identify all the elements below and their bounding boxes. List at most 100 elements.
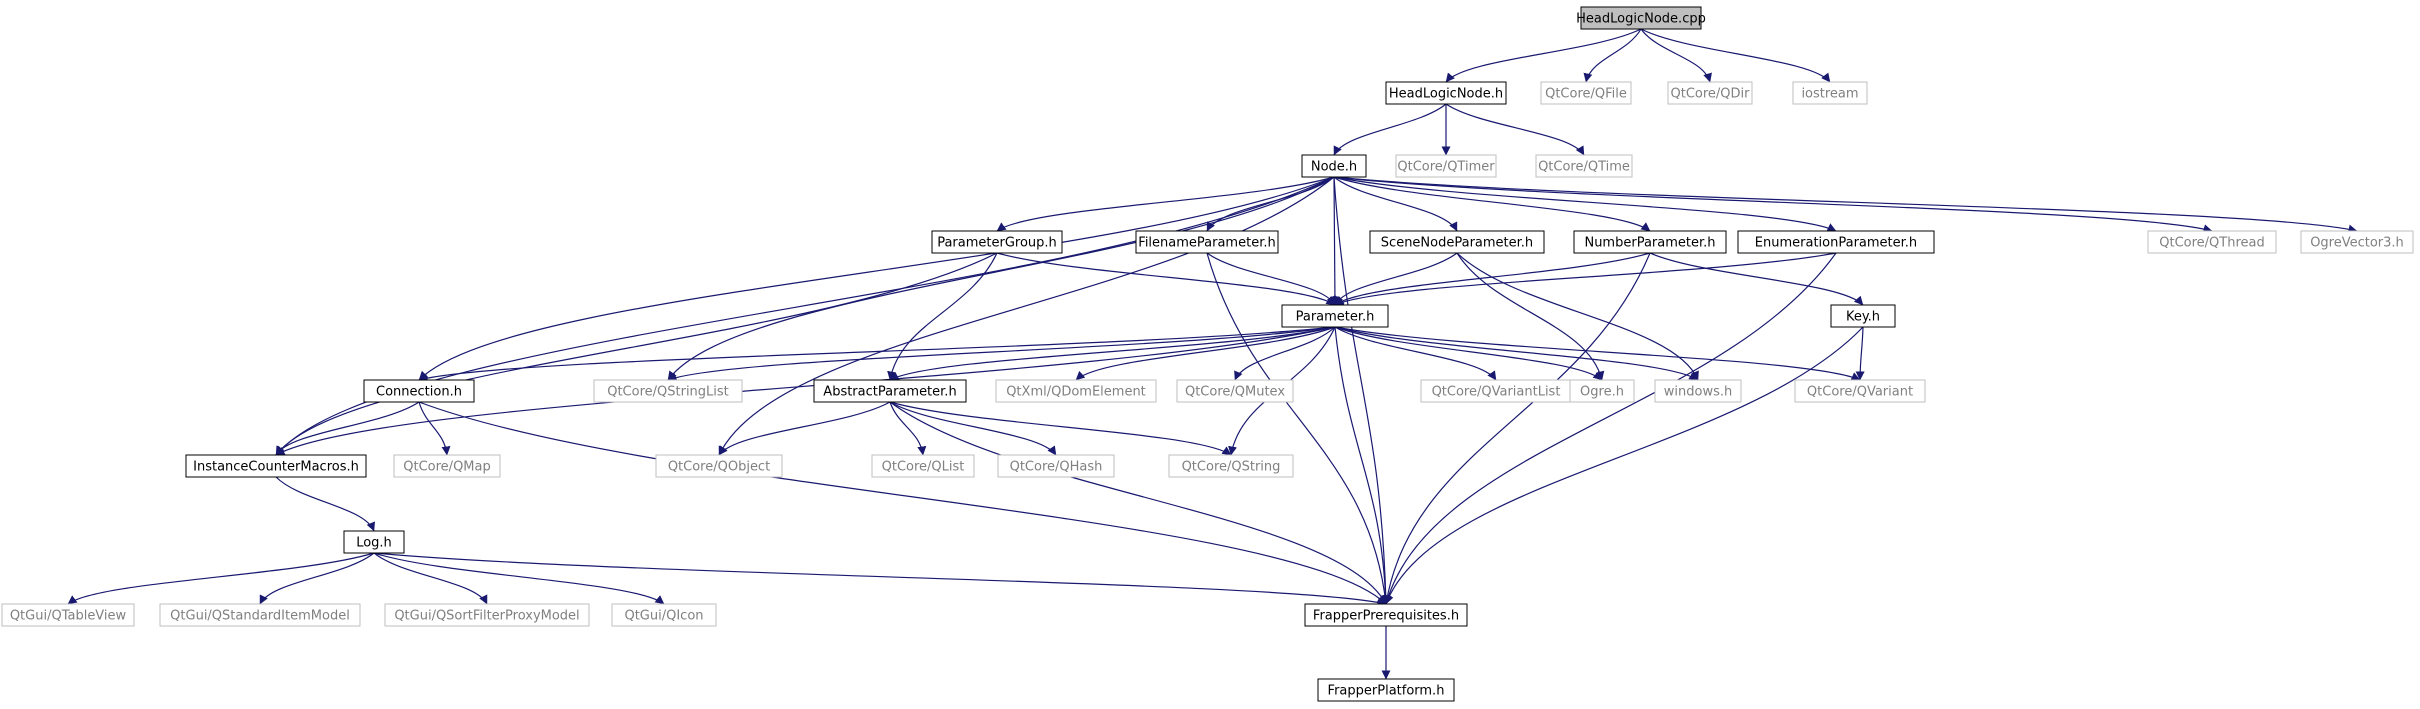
node-label: OgreVector3.h <box>2310 236 2404 251</box>
edge-node_h-to-parametergroup_h <box>996 176 1335 232</box>
node-parameter-h[interactable]: Parameter.h <box>1281 304 1389 328</box>
node-box <box>1540 81 1632 105</box>
node-label: QtCore/QStringList <box>607 385 729 400</box>
node-qstring: QtCore/QString <box>1168 454 1294 478</box>
node-label: QtCore/QTimer <box>1397 160 1495 175</box>
node-enumerationparameter-h[interactable]: EnumerationParameter.h <box>1737 230 1935 254</box>
node-box <box>1573 230 1727 254</box>
node-box <box>1317 678 1455 702</box>
node-label: QtCore/QMap <box>403 460 490 475</box>
edge-parameter_h-to-ogre_h <box>1334 326 1603 381</box>
node-qfile: QtCore/QFile <box>1540 81 1632 105</box>
node-box <box>1369 230 1545 254</box>
edge-scenenodeparameter_h-to-windows_h <box>1456 252 1699 381</box>
node-label: QtXml/QDomElement <box>1006 385 1146 400</box>
edge-parameter_h-to-qvariant <box>1334 326 1861 381</box>
node-headlogicnode-h[interactable]: HeadLogicNode.h <box>1385 81 1507 105</box>
node-abstractparameter-h[interactable]: AbstractParameter.h <box>813 379 967 403</box>
edge-node_h-to-qstringlist <box>667 176 1335 381</box>
edge-node_h-to-parameter_h <box>1330 176 1340 306</box>
edge-node_h-to-filenameparameter_h <box>1206 176 1335 232</box>
node-instancecountermacros-h[interactable]: InstanceCounterMacros.h <box>185 454 367 478</box>
node-qstringlist: QtCore/QStringList <box>593 379 743 403</box>
node-box <box>363 379 475 403</box>
node-log-h[interactable]: Log.h <box>343 530 405 554</box>
edge-abstractparameter_h-to-qstring <box>889 401 1232 456</box>
node-label: SceneNodeParameter.h <box>1381 236 1533 251</box>
edge-parametergroup_h-to-abstractparameter_h <box>887 252 998 381</box>
node-label: QtCore/QMutex <box>1185 385 1285 400</box>
edge-node_h-to-enumerationparameter_h <box>1333 176 1837 232</box>
edge-log_h-to-qsortfilterproxymodel <box>373 552 488 605</box>
node-qmap: QtCore/QMap <box>393 454 501 478</box>
node-box <box>1385 81 1507 105</box>
edge-headlogicnode_cpp-to-headlogicnode_h <box>1445 28 1642 83</box>
node-label: QtCore/QThread <box>2159 236 2265 251</box>
node-label: HeadLogicNode.h <box>1389 87 1503 102</box>
node-box <box>611 603 717 627</box>
node-box <box>1304 603 1468 627</box>
node-parametergroup-h[interactable]: ParameterGroup.h <box>931 230 1063 254</box>
node-label: QtCore/QDir <box>1671 87 1751 102</box>
node-frapperplatform-h[interactable]: FrapperPlatform.h <box>1317 678 1455 702</box>
edge-parameter_h-to-frapperprerequisites_h <box>1334 326 1391 605</box>
node-frapperprerequisites-h[interactable]: FrapperPrerequisites.h <box>1304 603 1468 627</box>
edge-enumerationparameter_h-to-frapperprerequisites_h <box>1384 252 1837 605</box>
edge-node_h-to-scenenodeparameter_h <box>1333 176 1458 232</box>
node-connection-h[interactable]: Connection.h <box>363 379 475 403</box>
node-qtableview: QtGui/QTableView <box>1 603 135 627</box>
edge-numberparameter_h-to-key_h <box>1649 252 1864 306</box>
node-box <box>1535 154 1633 178</box>
node-qobject: QtCore/QObject <box>655 454 783 478</box>
node-label: NumberParameter.h <box>1584 236 1715 251</box>
node-label: QtGui/QIcon <box>624 609 703 624</box>
node-box <box>813 379 967 403</box>
node-label: Node.h <box>1311 160 1357 175</box>
node-label: QtCore/QList <box>882 460 965 475</box>
node-label: FrapperPrerequisites.h <box>1313 609 1459 624</box>
node-box <box>1569 379 1635 403</box>
node-windows-h: windows.h <box>1654 379 1742 403</box>
node-box <box>593 379 743 403</box>
node-label: QtCore/QVariant <box>1807 385 1913 400</box>
edge-abstractparameter_h-to-qlist <box>889 401 927 456</box>
node-qhash: QtCore/QHash <box>997 454 1115 478</box>
node-scenenodeparameter-h[interactable]: SceneNodeParameter.h <box>1369 230 1545 254</box>
edge-numberparameter_h-to-frapperprerequisites_h <box>1382 252 1651 605</box>
node-box <box>393 454 501 478</box>
node-qstandarditemmodel: QtGui/QStandardItemModel <box>159 603 361 627</box>
node-box <box>1654 379 1742 403</box>
node-headlogicnode-cpp[interactable]: HeadLogicNode.cpp <box>1576 6 1706 30</box>
edge-scenenodeparameter_h-to-ogre_h <box>1456 252 1605 381</box>
edge-filenameparameter_h-to-frapperprerequisites_h <box>1206 252 1390 605</box>
edge-node_h-to-qobject <box>718 176 1335 456</box>
node-label: HeadLogicNode.cpp <box>1576 12 1706 27</box>
edge-node_h-to-connection_h <box>418 176 1335 381</box>
node-label: FrapperPlatform.h <box>1328 684 1445 699</box>
node-key-h[interactable]: Key.h <box>1830 304 1896 328</box>
node-label: AbstractParameter.h <box>823 385 956 400</box>
node-numberparameter-h[interactable]: NumberParameter.h <box>1573 230 1727 254</box>
edge-node_h-to-ogrevector3 <box>1333 176 2358 234</box>
node-ogre-h: Ogre.h <box>1569 379 1635 403</box>
edge-headlogicnode_cpp-to-qfile <box>1583 28 1642 83</box>
node-box <box>931 230 1063 254</box>
node-box <box>2300 230 2414 254</box>
edge-headlogicnode_cpp-to-qdir <box>1640 28 1712 83</box>
node-label: QtCore/QObject <box>668 460 770 475</box>
node-box <box>1135 230 1279 254</box>
edge-parameter_h-to-abstractparameter_h <box>889 326 1336 381</box>
node-node-h[interactable]: Node.h <box>1301 154 1367 178</box>
node-label: QtCore/QHash <box>1010 460 1103 475</box>
node-box <box>871 454 975 478</box>
edge-parameter_h-to-qstringlist <box>667 326 1336 382</box>
node-label: Key.h <box>1846 310 1880 325</box>
edge-parameter_h-to-qdomelement <box>1075 326 1336 381</box>
edge-connection_h-to-qmap <box>418 401 451 456</box>
edge-enumerationparameter_h-to-parameter_h <box>1334 252 1837 306</box>
edge-key_h-to-qvariant <box>1855 326 1865 381</box>
node-filenameparameter-h[interactable]: FilenameParameter.h <box>1135 230 1279 254</box>
node-label: Connection.h <box>376 385 462 400</box>
node-box <box>2147 230 2277 254</box>
